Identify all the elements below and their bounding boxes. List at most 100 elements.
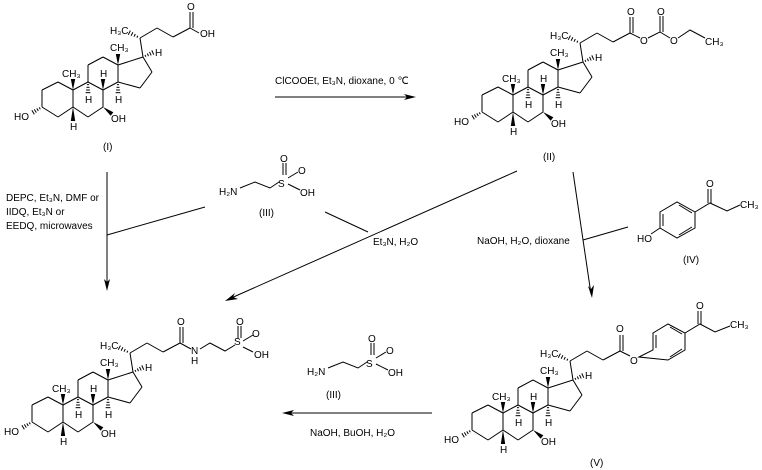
bond	[596, 32, 614, 43]
bond	[57, 81, 74, 91]
atom-ch3: CH₃	[705, 37, 724, 48]
condition-text: DEPC, Et₃N, DMF or	[6, 193, 100, 204]
atom-h: H	[191, 356, 198, 367]
atom-o: O	[616, 324, 624, 335]
compound-III-top: H₂N S O O OH (III)	[219, 154, 315, 219]
bond	[47, 396, 64, 406]
arrow-II-to-product: Et₃N, H₂O	[225, 170, 518, 301]
compound-III-bottom: H₂N S O O OH (III)	[307, 334, 403, 401]
bond	[612, 32, 631, 43]
atom-label: H₃C	[100, 341, 119, 352]
compound-label: (IV)	[683, 255, 699, 266]
atom-o: O	[657, 7, 665, 18]
compound-label: (I)	[103, 142, 112, 153]
atom-o: O	[386, 346, 394, 357]
wedge-bond	[93, 422, 104, 431]
atom-label: H	[555, 100, 562, 111]
atom-label: H	[525, 100, 532, 111]
atom-label: H	[70, 122, 77, 133]
bond	[162, 342, 181, 353]
condition-text: Et₃N, H₂O	[373, 237, 418, 248]
atom-label: H₃C	[540, 349, 559, 360]
bond	[102, 81, 119, 91]
atom-label: H	[540, 74, 547, 85]
atom-oh: OH	[388, 368, 403, 379]
hashed-bond	[584, 55, 595, 63]
bond	[569, 350, 588, 362]
bond	[172, 27, 191, 38]
atom-label: H	[500, 445, 507, 456]
atom-label: CH₃	[540, 366, 559, 377]
bond	[129, 352, 134, 373]
wedge-bond	[510, 112, 516, 126]
atom-label: H	[595, 53, 602, 64]
bond	[132, 371, 143, 388]
atom-label: H	[585, 371, 592, 382]
atom-s: S	[366, 359, 373, 370]
wedge-bond	[540, 84, 546, 95]
atom-s: S	[234, 337, 241, 348]
compound-label: (III)	[259, 208, 274, 219]
bond	[72, 81, 89, 91]
hashed-bond	[461, 430, 471, 438]
bond	[527, 86, 544, 96]
bond	[87, 106, 104, 118]
atom-ch3: CH₃	[730, 320, 749, 331]
compound-label: (II)	[543, 152, 555, 163]
bond	[487, 429, 504, 441]
arrow-V-to-product: NaOH, BuOH, H₂O	[282, 410, 432, 439]
bond	[77, 371, 94, 381]
condition-text: NaOH, BuOH, H₂O	[310, 428, 395, 439]
hashed-bond	[555, 89, 561, 99]
bond	[579, 76, 593, 94]
hashed-bond	[525, 89, 531, 99]
bond	[542, 61, 559, 71]
atom-o: O	[706, 179, 714, 190]
bond	[77, 421, 94, 433]
bond	[527, 61, 544, 71]
bond	[156, 27, 174, 38]
bond	[471, 429, 489, 441]
bond	[87, 56, 104, 66]
hashed-bond	[144, 50, 155, 58]
atom-o: O	[280, 154, 288, 165]
bond	[586, 350, 604, 361]
wedge-bond	[70, 79, 76, 90]
steroid-skeletons: CH₃HHHOHCH₃HHH₃CHOCH₃HHHOHCH₃HHH₃CHOCH₃H…	[4, 26, 631, 456]
bond	[107, 396, 131, 404]
wedge-bond	[533, 430, 544, 439]
atom-o: O	[177, 317, 185, 328]
bond	[602, 350, 621, 361]
bond	[92, 396, 109, 406]
atom-label: HO	[454, 117, 469, 128]
atom-oh: OH	[300, 188, 315, 199]
bond	[77, 396, 94, 406]
bond	[31, 421, 49, 433]
compound-V: O O O CH₃ (V)	[590, 301, 749, 469]
atom-label: CH₃	[100, 358, 119, 369]
bond	[41, 106, 59, 118]
bond	[512, 86, 529, 96]
atom-o: O	[187, 2, 195, 13]
atom-label: H	[115, 95, 122, 106]
bond	[532, 404, 549, 414]
atom-label: H	[75, 410, 82, 421]
wedge-bond	[100, 79, 106, 90]
wedge-bond	[115, 54, 121, 65]
bond	[129, 342, 148, 354]
wedge-bond	[555, 59, 561, 70]
bond	[557, 86, 581, 94]
condition-text: EEDQ, microwaves	[6, 221, 93, 232]
atom-label: CH₃	[492, 392, 511, 403]
atom-s: S	[278, 179, 285, 190]
bond	[139, 27, 158, 39]
wedge-bond	[103, 107, 114, 116]
bond	[117, 81, 141, 89]
wedge-bond	[60, 394, 66, 405]
compound-IV: HO O CH₃ (IV)	[637, 179, 759, 266]
wedge-bond	[545, 377, 551, 388]
arrow-II-to-V: NaOH, H₂O, dioxane	[477, 171, 629, 298]
